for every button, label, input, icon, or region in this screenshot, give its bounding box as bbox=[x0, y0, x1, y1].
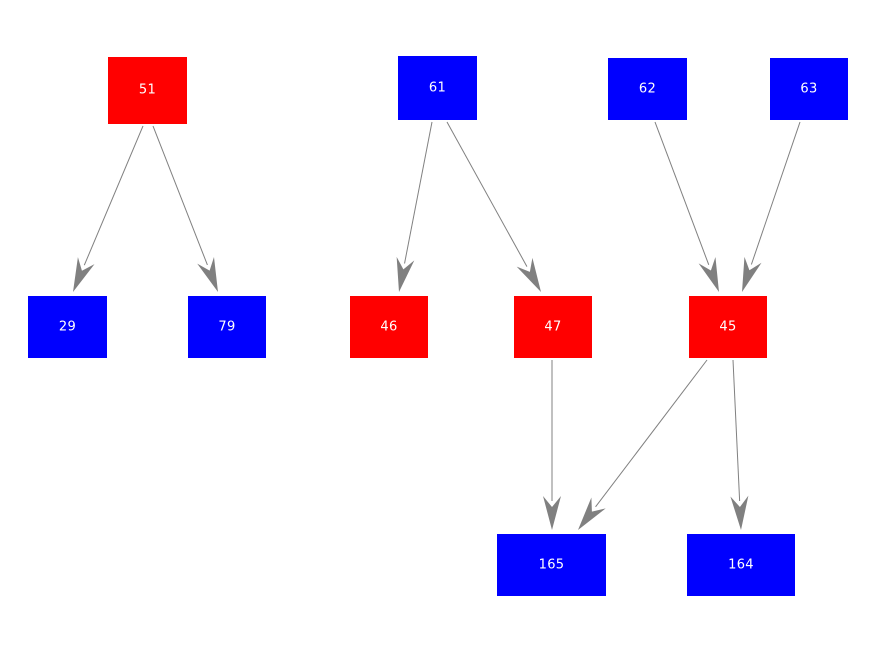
edge-line-45-to-165 bbox=[595, 359, 708, 508]
edge-line-51-to-29 bbox=[83, 125, 144, 266]
edge-arrowhead-61-to-47 bbox=[516, 257, 541, 292]
graph-node-61[interactable]: 61 bbox=[398, 56, 477, 120]
edge-arrowhead-62-to-45 bbox=[698, 257, 719, 292]
graph-node-47[interactable]: 47 bbox=[514, 296, 592, 358]
edge-line-61-to-47 bbox=[446, 121, 528, 267]
graph-node-79[interactable]: 79 bbox=[188, 296, 266, 358]
graph-node-label: 164 bbox=[728, 557, 754, 572]
graph-node-label: 165 bbox=[538, 557, 565, 572]
edge-line-63-to-45 bbox=[750, 121, 801, 265]
graph-node-label: 47 bbox=[544, 319, 562, 334]
edge-arrowhead-47-to-165 bbox=[543, 496, 561, 530]
edge-arrowhead-45-to-165 bbox=[578, 497, 606, 530]
edge-arrowhead-51-to-79 bbox=[197, 257, 218, 292]
graph-node-46[interactable]: 46 bbox=[350, 296, 428, 358]
graph-node-label: 29 bbox=[58, 319, 77, 334]
edge-line-51-to-79 bbox=[152, 125, 208, 266]
graph-node-label: 45 bbox=[719, 319, 737, 334]
graph-node-164[interactable]: 164 bbox=[687, 534, 795, 596]
graph-node-label: 62 bbox=[638, 81, 657, 96]
edge-arrowhead-45-to-164 bbox=[730, 495, 749, 530]
edge-arrowhead-61-to-46 bbox=[396, 256, 415, 292]
graph-node-label: 63 bbox=[800, 81, 818, 96]
graph-node-29[interactable]: 29 bbox=[28, 296, 107, 358]
graph-node-label: 46 bbox=[380, 319, 398, 334]
graph-node-label: 79 bbox=[218, 319, 236, 334]
graph-node-62[interactable]: 62 bbox=[608, 58, 687, 120]
edge-line-61-to-46 bbox=[404, 121, 433, 264]
graph-node-63[interactable]: 63 bbox=[770, 58, 848, 120]
graph-node-45[interactable]: 45 bbox=[689, 296, 767, 358]
graph-node-51[interactable]: 51 bbox=[108, 57, 187, 124]
graph-node-165[interactable]: 165 bbox=[497, 534, 606, 596]
edge-line-62-to-45 bbox=[654, 121, 710, 265]
edge-arrowhead-63-to-45 bbox=[742, 256, 762, 292]
graph-node-label: 61 bbox=[428, 80, 447, 95]
edge-arrowhead-51-to-29 bbox=[73, 257, 95, 292]
edge-line-45-to-164 bbox=[732, 359, 741, 502]
graph-node-label: 51 bbox=[138, 82, 157, 98]
